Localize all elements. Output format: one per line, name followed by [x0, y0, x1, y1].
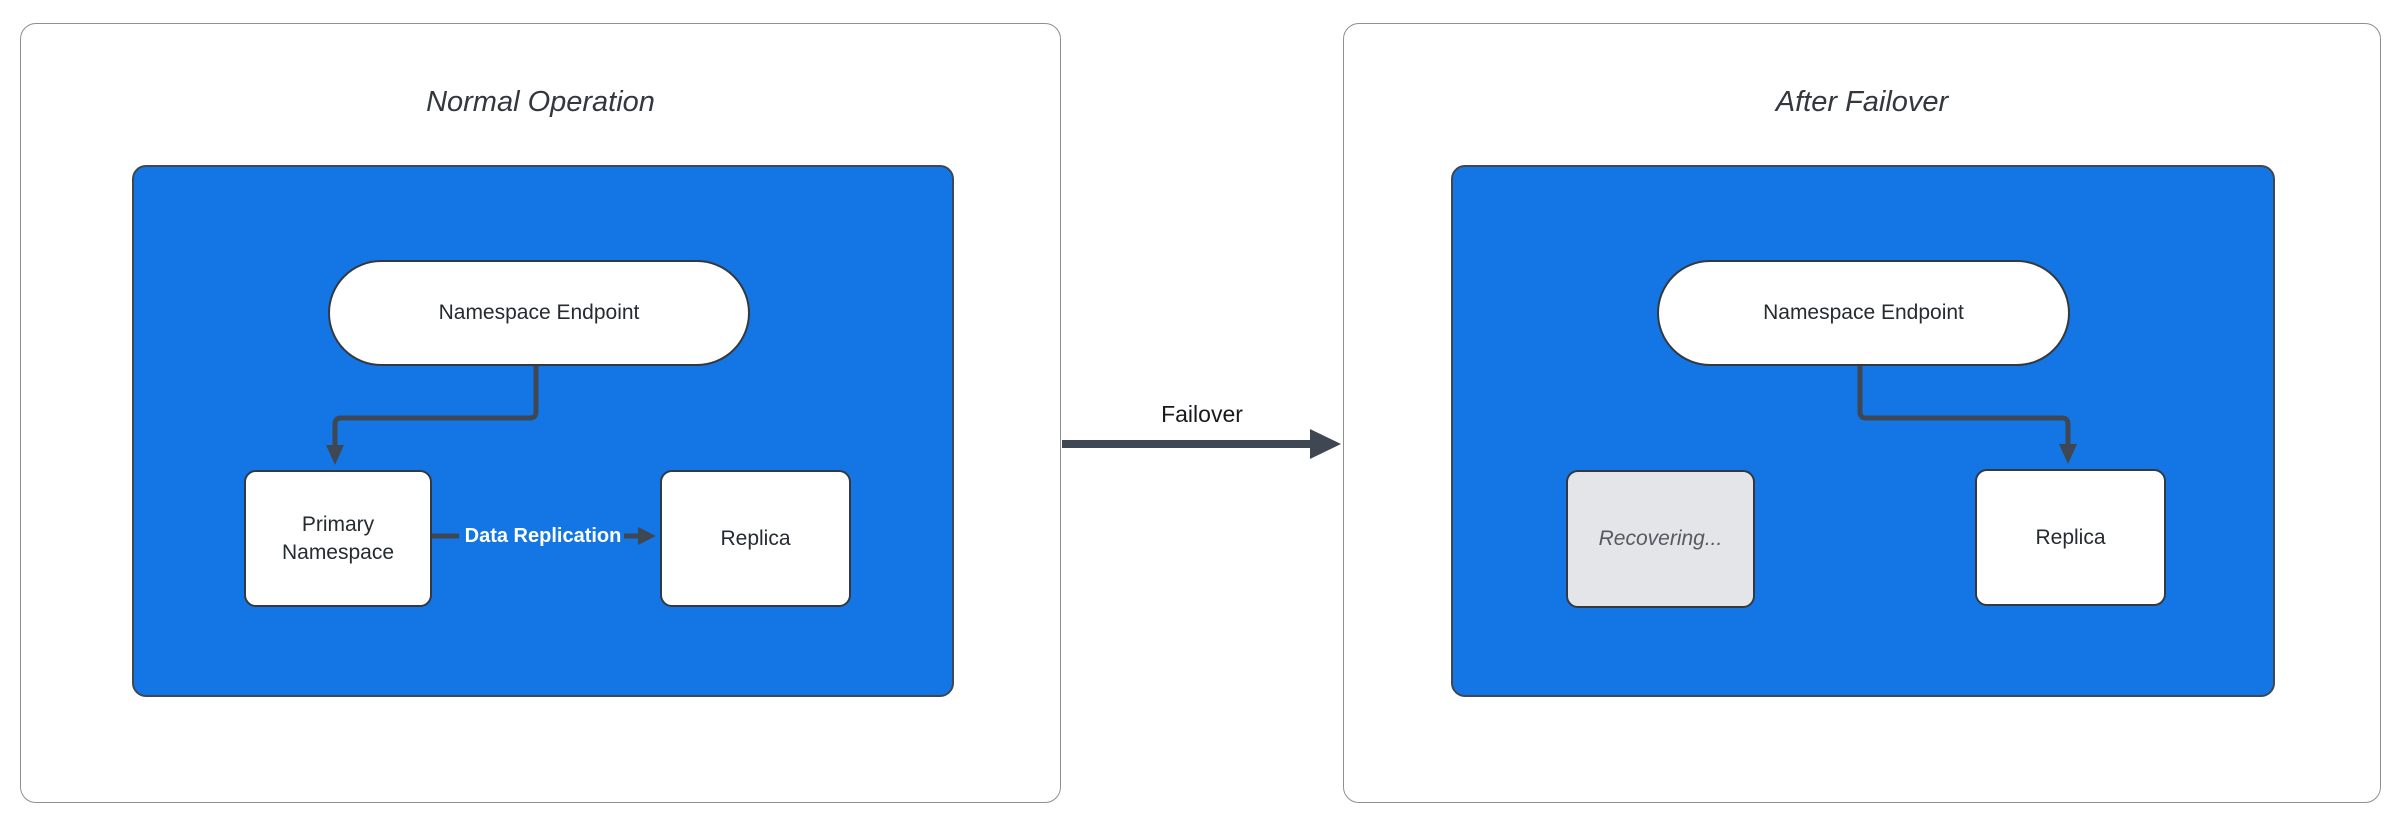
namespace-endpoint-node-failover: Namespace Endpoint: [1657, 260, 2070, 366]
panel-after-failover: After Failover Namespace Endpoint Recove…: [1343, 23, 2381, 803]
recovering-node: Recovering...: [1566, 470, 1755, 608]
replica-node-normal: Replica: [660, 470, 851, 607]
primary-namespace-node: Primary Namespace: [244, 470, 432, 607]
panel-after-failover-title: After Failover: [1775, 86, 1949, 118]
namespace-endpoint-node: Namespace Endpoint: [328, 260, 750, 366]
panel-normal-operation: Normal Operation Namespace Endpoint Prim…: [20, 23, 1061, 803]
failover-label: Failover: [1161, 401, 1243, 427]
replica-node-failover: Replica: [1975, 469, 2166, 606]
data-replication-label: Data Replication: [464, 525, 622, 547]
failover-arrowhead: [1310, 429, 1341, 459]
panel-normal-operation-title: Normal Operation: [426, 86, 655, 118]
namespace-group-failover: Namespace Endpoint Recovering... Replica: [1451, 165, 2275, 697]
namespace-group-normal: Namespace Endpoint Primary Namespace Rep…: [132, 165, 954, 697]
